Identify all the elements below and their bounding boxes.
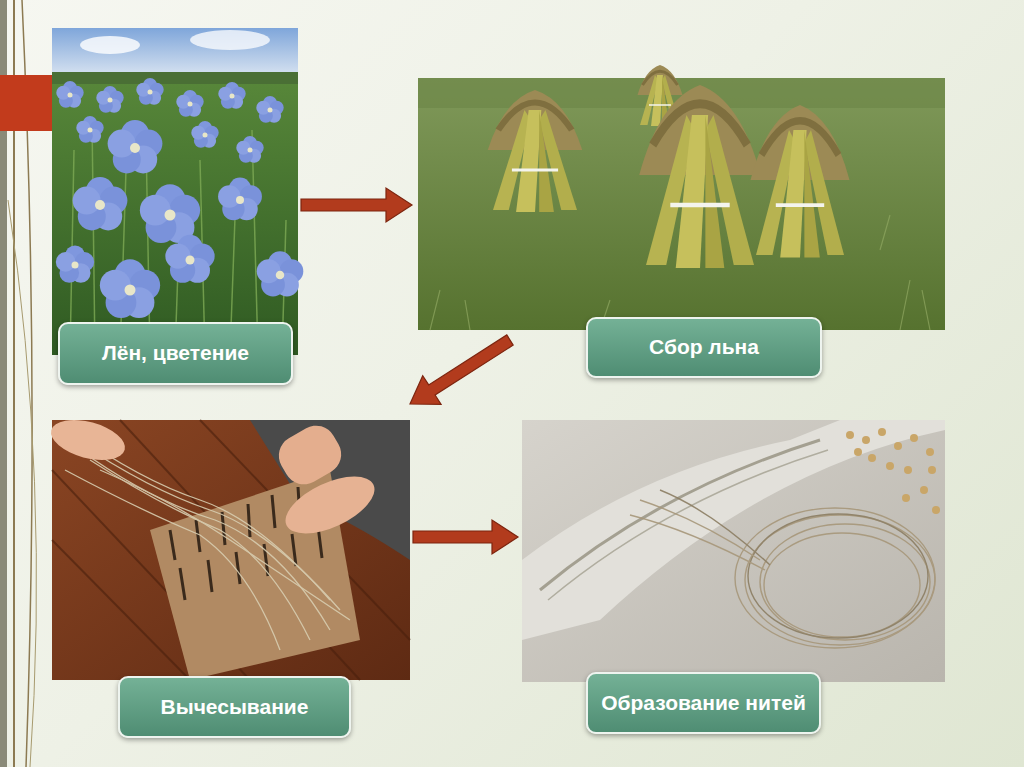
label-box: Вычесывание bbox=[118, 676, 351, 738]
process-card: Вычесывание bbox=[52, 420, 410, 738]
label-text: Сбор льна bbox=[649, 334, 759, 360]
label-box: Лён, цветение bbox=[58, 322, 293, 385]
process-card: Лён, цветение bbox=[52, 28, 298, 385]
label-box: Сбор льна bbox=[586, 317, 822, 378]
flow-arrow bbox=[301, 188, 412, 222]
process-card: Образование нитей bbox=[522, 420, 945, 734]
flow-arrow bbox=[413, 520, 518, 554]
process-card: Сбор льна bbox=[418, 78, 945, 378]
label-text: Образование нитей bbox=[601, 690, 806, 716]
label-box: Образование нитей bbox=[586, 672, 821, 734]
flow-arrow bbox=[410, 335, 513, 404]
label-text: Вычесывание bbox=[161, 694, 309, 720]
label-text: Лён, цветение bbox=[102, 340, 249, 366]
